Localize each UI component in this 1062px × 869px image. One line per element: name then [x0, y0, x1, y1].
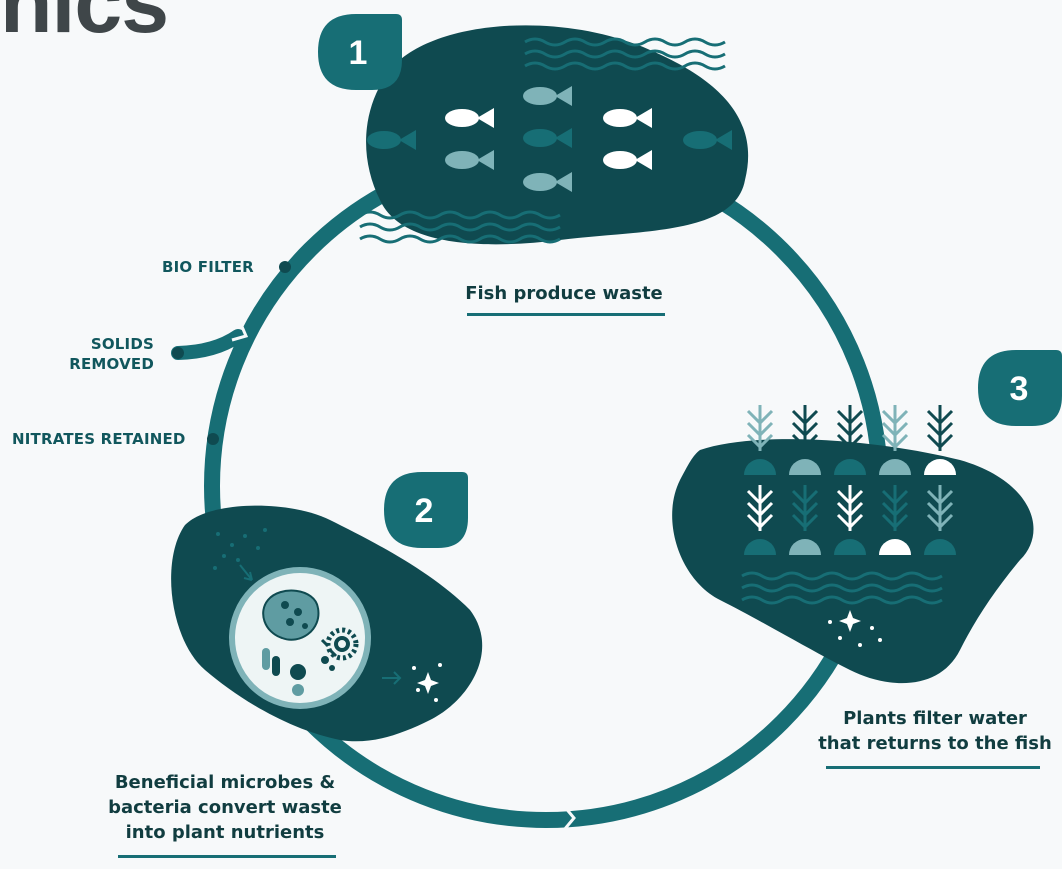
step-3-caption: Plants filter water that returns to the …	[815, 706, 1055, 756]
arrow-icon	[239, 564, 253, 581]
step-3-caption-line-2: that returns to the fish	[818, 733, 1052, 754]
solids-endpoint	[172, 347, 184, 359]
microbe-icons	[262, 589, 359, 696]
nitrates-dot	[207, 433, 219, 445]
page-title: nics	[0, 0, 169, 51]
step-1-underline	[467, 313, 665, 316]
step-3-badge	[978, 350, 1062, 426]
nutrient-sparkles	[412, 663, 442, 702]
step-2-caption-line-2: bacteria convert waste	[108, 797, 342, 818]
step-3-number: 3	[1010, 370, 1029, 408]
bio-filter-dot	[279, 261, 291, 273]
step-2-caption-line-3: into plant nutrients	[125, 822, 325, 843]
step-1-number: 1	[349, 34, 368, 72]
step-2-caption-line-1: Beneficial microbes &	[114, 772, 336, 793]
water-waves	[359, 37, 726, 244]
plant-bed-waves	[741, 571, 943, 605]
flow-arrow-icon	[231, 321, 249, 342]
sparkle-icons	[828, 610, 882, 647]
flow-arrow-icon	[826, 280, 851, 295]
nitrates-retained-label: NITRATES RETAINED	[12, 430, 186, 448]
step-2-badge	[384, 472, 468, 548]
step-2-number: 2	[415, 492, 434, 530]
step-2-caption: Beneficial microbes & bacteria convert w…	[100, 770, 350, 845]
fish-tank-blob	[366, 25, 749, 245]
step-3-underline	[826, 766, 1040, 769]
bio-filter-label: BIO FILTER	[162, 258, 254, 276]
flow-arrow-icon	[562, 805, 576, 831]
step-2-underline	[118, 855, 336, 858]
solids-removed-line-1: SOLIDS	[90, 335, 154, 353]
step-1-badge	[318, 14, 402, 90]
fish-icons	[367, 86, 732, 192]
plant-bed-blob	[672, 439, 1034, 684]
particle-dots	[213, 528, 267, 570]
solids-removed-line-2: REMOVED	[69, 355, 154, 373]
solids-removed-label: SOLIDS REMOVED	[60, 334, 154, 374]
arrow-icon	[382, 671, 402, 685]
step-3-caption-line-1: Plants filter water	[843, 708, 1027, 729]
step-1-caption: Fish produce waste	[465, 283, 663, 304]
plant-icons	[744, 405, 956, 555]
solids-branch	[171, 329, 245, 360]
